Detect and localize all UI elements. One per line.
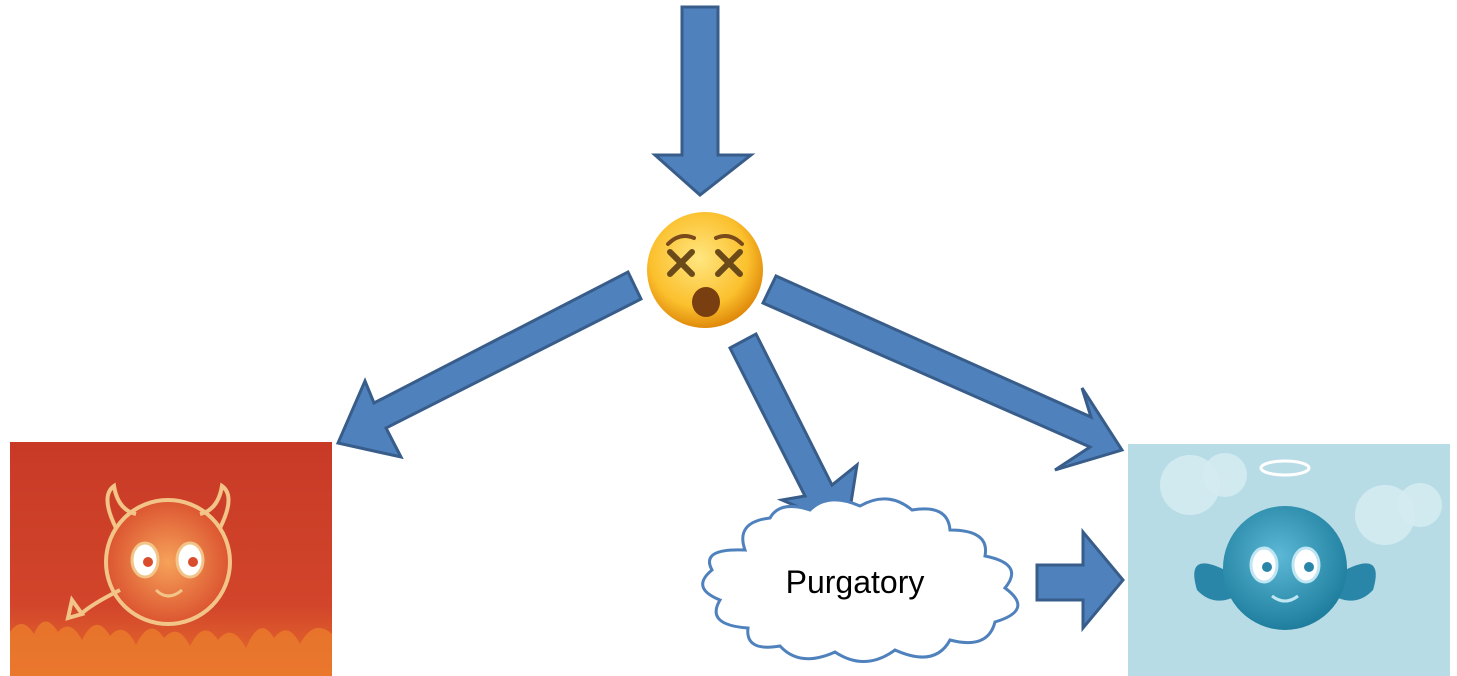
arrow-purgatory-to-heaven xyxy=(1035,527,1125,633)
purgatory-cloud: Purgatory xyxy=(701,497,1020,663)
devil-icon xyxy=(65,482,232,626)
hell-panel xyxy=(10,442,332,676)
heaven-panel xyxy=(1128,444,1450,676)
arrow-top-to-death xyxy=(651,5,756,197)
arrow-death-to-hell xyxy=(335,269,643,460)
angel-icon xyxy=(1194,459,1376,630)
purgatory-label: Purgatory xyxy=(786,564,925,600)
dizzy-face-emoji-icon xyxy=(647,212,763,328)
arrow-death-to-heaven xyxy=(760,274,1125,472)
arrow-death-to-purgatory xyxy=(728,331,860,531)
